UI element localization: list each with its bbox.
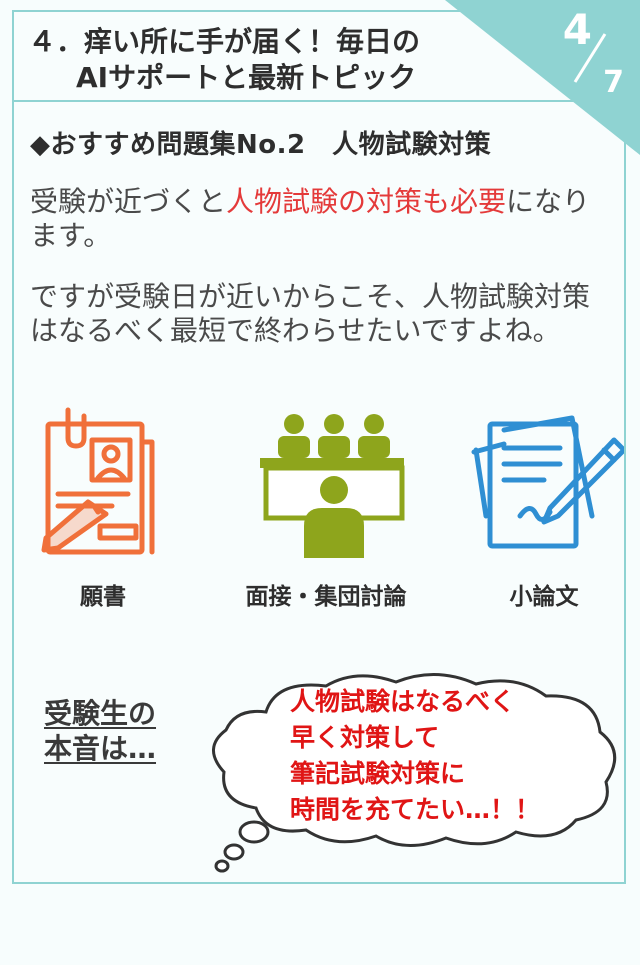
- page-current: 4: [562, 5, 592, 54]
- page-title: ４．痒い所に手が届く！毎日の AIサポートと最新トピック: [28, 24, 498, 96]
- body-paragraph: ですが受験日が近いからこそ、人物試験対策はなるべく最短で終わらせたいですよね。: [30, 280, 591, 347]
- student-voice-label: 受験生の本音は…: [44, 697, 157, 765]
- thought-line-4: 時間を充てたい…！！: [290, 795, 541, 824]
- icon-label-interview: 面接・集団討論: [245, 584, 407, 610]
- page-total: 7: [603, 65, 624, 100]
- title-line-1: ４．痒い所に手が届く！毎日の: [28, 25, 421, 58]
- intro-highlight: 人物試験の対策も必要: [226, 185, 507, 218]
- application-form-icon: [28, 402, 178, 562]
- section-title: ◆おすすめ問題集No.2 人物試験対策: [30, 130, 492, 160]
- thought-line-3: 筆記試験対策に: [290, 759, 466, 788]
- thought-line-2: 早く対策して: [290, 723, 440, 752]
- thought-line-1: 人物試験はなるべく: [290, 687, 516, 716]
- interview-icon: [246, 408, 406, 568]
- intro-text-after: になります。: [30, 185, 591, 252]
- thought-cloud-icon: [196, 672, 626, 882]
- icon-label-essay: 小論文: [509, 584, 579, 610]
- header: ４．痒い所に手が届く！毎日の AIサポートと最新トピック: [14, 12, 624, 102]
- icon-label-application: 願書: [80, 584, 126, 610]
- intro-text-before: 受験が近づくと: [30, 185, 227, 218]
- thought-text: 人物試験はなるべく 早く対策して 筆記試験対策に 時間を充てたい…！！: [290, 684, 590, 828]
- page-indicator: 4 7: [445, 0, 640, 155]
- title-line-2: AIサポートと最新トピック: [76, 61, 417, 94]
- intro-paragraph: 受験が近づくと人物試験の対策も必要になります。: [30, 185, 610, 253]
- essay-writing-icon: [464, 404, 627, 564]
